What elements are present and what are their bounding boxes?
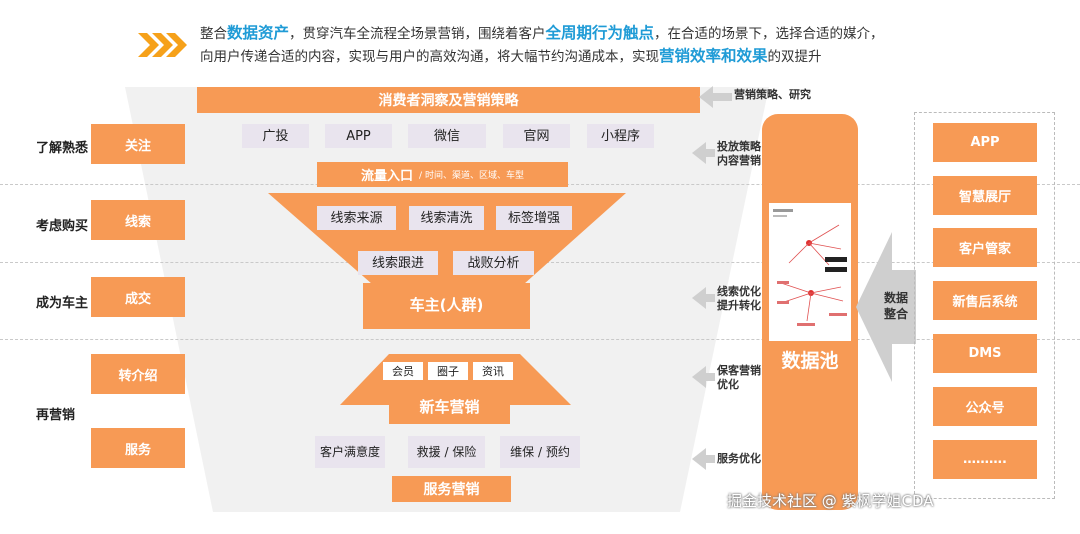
service-marketing-bar: 服务营销: [392, 476, 511, 502]
source-box: APP: [933, 123, 1037, 162]
intro-part: ，在合适的场景下，选择合适的媒介，: [654, 26, 884, 42]
lead-chip: 标签增强: [496, 206, 572, 230]
new-car-chip: 圈子: [428, 362, 468, 380]
arrow-shaft: [705, 455, 715, 463]
new-car-chip: 会员: [383, 362, 423, 380]
intro-part: 整合: [200, 26, 227, 42]
intro-text: 整合数据资产，贯穿汽车全流程全场景营销，围绕着客户全周期行为触点，在合适的场景下…: [200, 22, 960, 68]
chevron-arrows-icon: [138, 33, 187, 57]
traffic-entry-subtitle: / 时间、渠道、区域、车型: [419, 171, 524, 181]
arrow-shaft: [712, 93, 732, 101]
watermark: 掘金技术社区 @ 紫枫学姐CDA: [727, 492, 934, 510]
new-car-chip: 资讯: [473, 362, 513, 380]
left-arrow-icon: [692, 366, 706, 388]
strategy-bar: 消费者洞察及营销策略: [197, 87, 700, 113]
arrow-label: 保客营销 优化: [717, 364, 761, 391]
lead-chip: 线索跟进: [358, 251, 438, 275]
source-box: DMS: [933, 334, 1037, 373]
channel-chip: APP: [325, 124, 392, 148]
intro-part: 的双提升: [767, 49, 822, 65]
lead-chip: 线索来源: [317, 206, 396, 230]
stage-box-deal: 成交: [91, 277, 185, 317]
stage-label: 再营销: [36, 408, 76, 423]
arrow-label: 服务优化: [717, 452, 761, 465]
intro-highlight: 数据资产: [227, 24, 290, 42]
stage-box-service: 服务: [91, 428, 185, 468]
stage-box-lead: 线索: [91, 200, 185, 240]
lead-chip: 战败分析: [453, 251, 534, 275]
source-box: ……….: [933, 440, 1037, 479]
intro-part: ，贯穿汽车全流程全场景营销，围绕着客户: [289, 26, 546, 42]
left-arrow-icon: [692, 287, 706, 309]
arrow-label: 线索优化 提升转化: [717, 285, 761, 312]
stage-label: 考虑购买: [36, 219, 89, 234]
intro-highlight: 全周期行为触点: [545, 24, 655, 42]
intro-highlight: 营销效率和效果: [659, 47, 768, 65]
data-sources-panel: [914, 112, 1055, 499]
left-arrow-icon: [692, 142, 706, 164]
new-car-marketing-label: 新车营销: [419, 398, 480, 416]
service-chip: 救援 / 保险: [408, 436, 485, 468]
channel-chip: 官网: [503, 124, 570, 148]
source-box: 公众号: [933, 387, 1037, 426]
arrow-label: 投放策略 内容营销: [717, 140, 761, 167]
source-box: 客户管家: [933, 228, 1037, 267]
channel-chip: 小程序: [587, 124, 654, 148]
traffic-entry-bar: 流量入口 / 时间、渠道、区域、车型: [317, 162, 568, 187]
source-box: 新售后系统: [933, 281, 1037, 320]
mind-map-thumbnail: [769, 203, 851, 341]
stage-box-referral: 转介绍: [91, 354, 185, 394]
lead-chip: 线索清洗: [409, 206, 484, 230]
stage-divider: [0, 339, 1080, 340]
data-pool-title: 数据池: [781, 350, 839, 372]
arrow-shaft: [705, 373, 715, 381]
arrow-shaft: [705, 149, 715, 157]
channel-chip: 广投: [242, 124, 309, 148]
arrow-label: 营销策略、研究: [734, 88, 811, 101]
left-arrow-icon: [692, 448, 706, 470]
channel-chip: 微信: [408, 124, 486, 148]
arrow-shaft: [705, 294, 715, 302]
integration-label: 数据 整合: [884, 291, 909, 321]
service-chip: 维保 / 预约: [500, 436, 580, 468]
stage-label: 了解熟悉: [36, 141, 89, 156]
integration-arrow-icon: [856, 232, 916, 382]
intro-part: 向用户传递合适的内容，实现与用户的高效沟通，将大幅节约沟通成本，实现: [200, 49, 659, 65]
traffic-entry-title: 流量入口: [361, 169, 414, 184]
left-arrow-icon: [699, 86, 713, 108]
service-chip: 客户满意度: [315, 436, 385, 468]
source-box: 智慧展厅: [933, 176, 1037, 215]
stage-box-follow: 关注: [91, 124, 185, 164]
stage-label: 成为车主: [36, 296, 89, 311]
owner-label: 车主(人群): [409, 296, 484, 314]
